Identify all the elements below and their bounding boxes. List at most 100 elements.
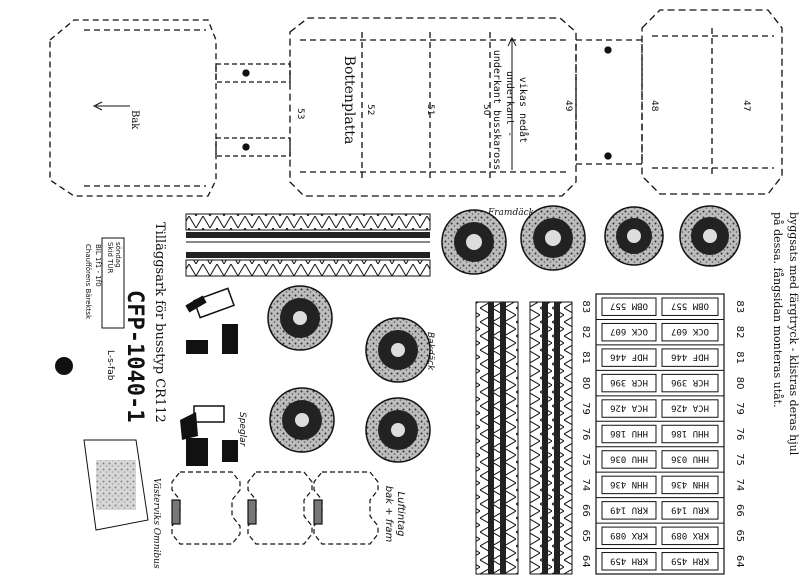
plate-number: 66 [580,504,591,517]
kit-code: CFP-1040-1 [122,290,147,422]
plate-text: HHU 186 [610,428,648,438]
license-plate [601,322,657,342]
bottom-plate-panel [49,9,783,197]
plate-number: 82 [580,326,591,339]
part-number-47: 47 [741,100,751,111]
fold-instruction-line2: underkant - [504,71,515,137]
air-intake-label-2: bak + fram [383,486,394,543]
license-plate [661,322,719,342]
plate-text: KRU 149 [610,504,648,514]
plate-number: 64 [580,555,591,568]
supplement-sheet-title: Tilläggsark för busstyp CR112 [152,222,167,423]
plate-text: KRX 089 [610,530,648,540]
plate-text: KRX 089 [671,530,709,540]
plate-number: 81 [580,351,591,364]
plate-text: HDF 446 [610,352,648,362]
license-plate [601,552,657,571]
instruction-line-1: byggsats med färgtryck - klistras deras … [787,212,800,456]
license-plate [601,475,657,495]
plate-text: HHU 186 [671,428,709,438]
plate-text: OBM 557 [610,301,648,311]
plate-number: 80 [734,377,745,390]
footer-script: Västerviks Omnibus [151,478,161,569]
plate-text: KRH 459 [610,555,648,565]
license-plate [661,450,719,469]
plate-text: HCA 426 [671,403,709,413]
plate-text: HCR 396 [671,377,709,387]
license-plate [661,373,719,393]
bus-sketch [83,439,149,531]
dealer-stamp: Skid TUR söndag BIL 1f1 - 1f0 Chauffören… [84,237,125,329]
license-plate [661,399,719,418]
license-plate [661,552,719,571]
part-number-48: 48 [649,100,659,112]
plate-row: OBM 557 OBM 557 83 83 [580,293,745,316]
plate-number: 75 [580,453,591,466]
license-plate [661,526,719,546]
fab-label: L-s-fab [105,350,115,381]
part-number-51: 51 [425,104,435,115]
plate-number: 74 [580,479,591,492]
license-plate [601,348,657,367]
tread-strips [475,301,573,575]
plate-text: HDF 446 [671,352,709,362]
plate-row: KRX 089 KRX 089 65 65 [580,522,745,546]
plate-number: 74 [734,479,745,492]
license-plate [601,501,657,520]
plate-number: 79 [580,402,591,415]
plate-row: HCA 426 HCA 426 79 79 [580,395,745,418]
svg-text:BIL 1f1 - 1f0: BIL 1f1 - 1f0 [94,244,102,287]
license-plate [661,297,719,316]
plate-number: 83 [580,300,591,313]
plate-text: OBM 557 [671,301,709,311]
svg-text:Chaufförens Bärektsk: Chaufförens Bärektsk [84,244,92,320]
plate-text: HHU 036 [671,453,709,463]
plate-number: 83 [734,300,745,313]
instruction-line-2: på dessa. fångsidan monteras utåt. [771,212,784,408]
plate-number: 76 [734,428,745,441]
license-plate [601,526,657,546]
license-plate [601,424,657,444]
plate-number: 79 [734,402,745,415]
license-plate [661,424,719,444]
plate-number: 65 [580,529,591,542]
front-tyre-1 [441,209,507,275]
part-number-50: 50 [481,104,491,116]
front-tyre-3 [604,206,664,266]
part-number-52: 52 [365,104,375,115]
plate-row: HHU 036 HHU 036 75 75 [580,446,745,469]
rear-tyre-2 [365,317,431,383]
black-dot [55,357,73,375]
front-tyre-4 [679,205,741,267]
part-number-53: 53 [295,108,305,119]
license-plate [601,297,657,316]
bottom-plate-label: Bottenplatta [341,56,357,145]
plate-number: 64 [734,555,745,568]
rear-tyre-4 [365,397,431,463]
plate-text: HHU 036 [610,453,648,463]
plate-row: HDF 446 HDF 446 81 81 [580,344,745,367]
plate-row: HHU 186 HHU 186 76 76 [580,420,745,444]
license-plate [661,501,719,520]
plate-text: HCA 426 [610,403,648,413]
license-plate [601,373,657,393]
front-tyres-label: Framdäck [487,208,534,218]
plate-number: 81 [734,351,745,364]
license-plate [601,450,657,469]
rear-tyre-3 [269,387,335,453]
plate-text: OCK 607 [671,326,709,336]
front-tyre-2 [520,205,586,271]
plate-number: 82 [734,326,745,339]
zigzag-strips [185,213,431,277]
plate-number: 66 [734,504,745,517]
plate-text: OCK 607 [610,326,648,336]
air-intakes [171,471,379,545]
plate-number: 65 [734,529,745,542]
plate-number: 75 [734,453,745,466]
plate-number: 76 [580,428,591,441]
plate-text: HHN 436 [610,479,648,489]
